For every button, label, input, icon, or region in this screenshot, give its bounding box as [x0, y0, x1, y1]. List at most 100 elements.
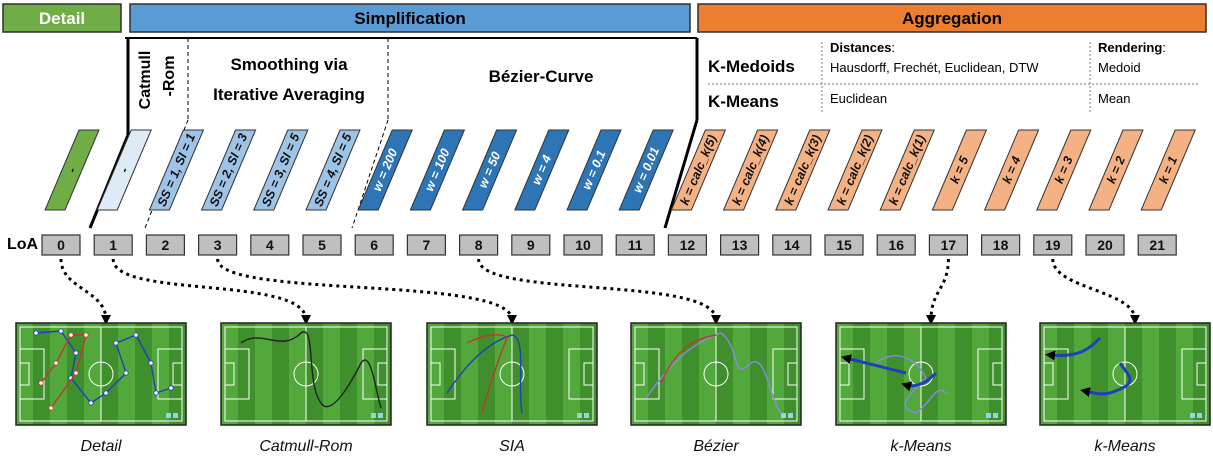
- loa-label: LoA: [7, 236, 39, 253]
- param-box-12: k = calc_k(5): [670, 129, 727, 211]
- header-aggregation-label: Aggregation: [902, 9, 1002, 28]
- kmeans-label: K-Means: [708, 92, 779, 111]
- loa-level-11: 11: [615, 234, 655, 256]
- preview-5: k-Means: [1039, 322, 1211, 455]
- loa-level-6: 6: [354, 234, 394, 256]
- loa-level-1: 1: [93, 234, 133, 256]
- loa-level-number: 11: [628, 237, 643, 253]
- loa-level-number: 9: [527, 237, 535, 253]
- param-label: k = calc_k(2): [834, 133, 876, 207]
- preview-4: k-Means: [835, 322, 1007, 455]
- preview-1: Catmull-Rom: [220, 322, 392, 455]
- loa-level-3: 3: [198, 234, 238, 256]
- loa-level-number: 20: [1097, 237, 1113, 253]
- catmull-title-line2: -Rom: [161, 56, 178, 97]
- loa-level-4: 4: [250, 234, 290, 256]
- loa-level-14: 14: [772, 234, 812, 256]
- preview-caption: Bézier: [693, 438, 739, 455]
- kmedoids-label: K-Medoids: [708, 57, 795, 76]
- loa-level-number: 3: [214, 237, 222, 253]
- param-box-1: -: [96, 129, 152, 211]
- loa-level-number: 10: [575, 237, 591, 253]
- param-box-21: k = 1: [1140, 129, 1196, 211]
- loa-level-number: 16: [888, 237, 904, 253]
- header-simplification: Simplification: [129, 3, 691, 33]
- header-detail: Detail: [2, 3, 122, 33]
- loa-level-12: 12: [667, 234, 708, 256]
- param-box-15: k = calc_k(2): [827, 129, 883, 211]
- loa-level-19: 19: [1033, 234, 1073, 256]
- kmeans-rendering: Mean: [1098, 91, 1131, 106]
- param-box-2: SS = 1, SI = 1: [148, 129, 205, 211]
- param-box-19: k = 3: [1036, 129, 1092, 211]
- param-box-13: k = calc_k(4): [722, 129, 779, 211]
- loa-level-10: 10: [563, 234, 603, 256]
- loa-level-21: 21: [1137, 234, 1177, 256]
- param-box-14: k = calc_k(3): [775, 129, 831, 211]
- catmull-title-line1: Catmull: [137, 51, 154, 110]
- header-aggregation: Aggregation: [697, 3, 1207, 33]
- dotted-arrow: [111, 258, 311, 325]
- param-label: SS = 2, SI = 3: [207, 131, 250, 208]
- preview-caption: k-Means: [1094, 438, 1155, 455]
- loa-level-number: 2: [162, 237, 170, 253]
- distances-header: Distances:: [830, 40, 895, 55]
- param-box-0: -: [44, 129, 100, 211]
- loa-level-15: 15: [824, 234, 864, 256]
- loa-level-number: 19: [1045, 237, 1061, 253]
- loa-level-number: 12: [680, 237, 696, 253]
- loa-level-number: 15: [836, 237, 852, 253]
- loa-level-18: 18: [980, 234, 1021, 256]
- dotted-arrow: [1051, 258, 1140, 325]
- rendering-header: Rendering:: [1098, 40, 1166, 55]
- loa-level-number: 13: [732, 237, 748, 253]
- param-box-10: w = 0.1: [566, 129, 622, 211]
- loa-level-number: 5: [318, 237, 326, 253]
- preview-thumbnails: Detail Catmull-Rom SIA Bézier k-Means k-Means: [15, 322, 1211, 455]
- param-label: w = 200: [370, 147, 400, 194]
- param-label: -: [65, 165, 80, 174]
- preview-arrows: [59, 258, 1140, 325]
- param-box-8: w = 50: [461, 129, 518, 211]
- loa-level-20: 20: [1085, 234, 1125, 256]
- loa-level-17: 17: [928, 234, 969, 256]
- preview-caption: Detail: [81, 438, 122, 455]
- param-box-9: w = 4: [514, 129, 570, 211]
- loa-level-7: 7: [406, 234, 446, 256]
- param-label: k = calc_k(1): [886, 133, 928, 207]
- loa-level-number: 14: [784, 237, 800, 253]
- param-box-18: k = 4: [983, 129, 1040, 211]
- param-label: w = 0.01: [630, 145, 662, 195]
- param-label: w = 100: [422, 147, 452, 194]
- param-label: k = calc_k(3): [782, 133, 824, 207]
- preview-caption: k-Means: [890, 438, 951, 455]
- preview-3: Bézier: [630, 322, 802, 455]
- preview-caption: Catmull-Rom: [259, 438, 352, 455]
- preview-caption: SIA: [499, 438, 525, 455]
- loa-level-number: 7: [423, 237, 431, 253]
- loa-level-2: 2: [145, 234, 185, 256]
- param-box-4: SS = 3, SI = 5: [253, 129, 309, 211]
- preview-2: SIA: [426, 322, 598, 455]
- aggregation-table: K-Medoids K-Means Distances: Rendering: …: [708, 40, 1200, 112]
- param-label: SS = 3, SI = 5: [259, 130, 303, 208]
- loa-level-number: 4: [266, 237, 274, 253]
- param-label: k = calc_k(4): [730, 133, 772, 207]
- smoothing-title-line1: Smoothing via: [230, 55, 348, 74]
- kmeans-distances: Euclidean: [830, 91, 887, 106]
- loa-level-0: 0: [41, 234, 81, 256]
- loa-level-number: 8: [475, 237, 483, 253]
- param-label: -: [117, 165, 132, 174]
- param-box-7: w = 100: [409, 129, 466, 211]
- header-simplification-label: Simplification: [354, 9, 465, 28]
- loa-level-number: 0: [57, 237, 65, 253]
- loa-level-9: 9: [511, 234, 551, 256]
- dotted-arrow: [477, 258, 721, 325]
- loa-level-13: 13: [719, 234, 760, 256]
- smoothing-title-line2: Iterative Averaging: [213, 85, 365, 104]
- bezier-title: Bézier-Curve: [489, 67, 594, 86]
- loa-level-number: 18: [993, 237, 1009, 253]
- loa-level-8: 8: [459, 234, 499, 256]
- param-box-16: k = calc_k(1): [879, 129, 935, 211]
